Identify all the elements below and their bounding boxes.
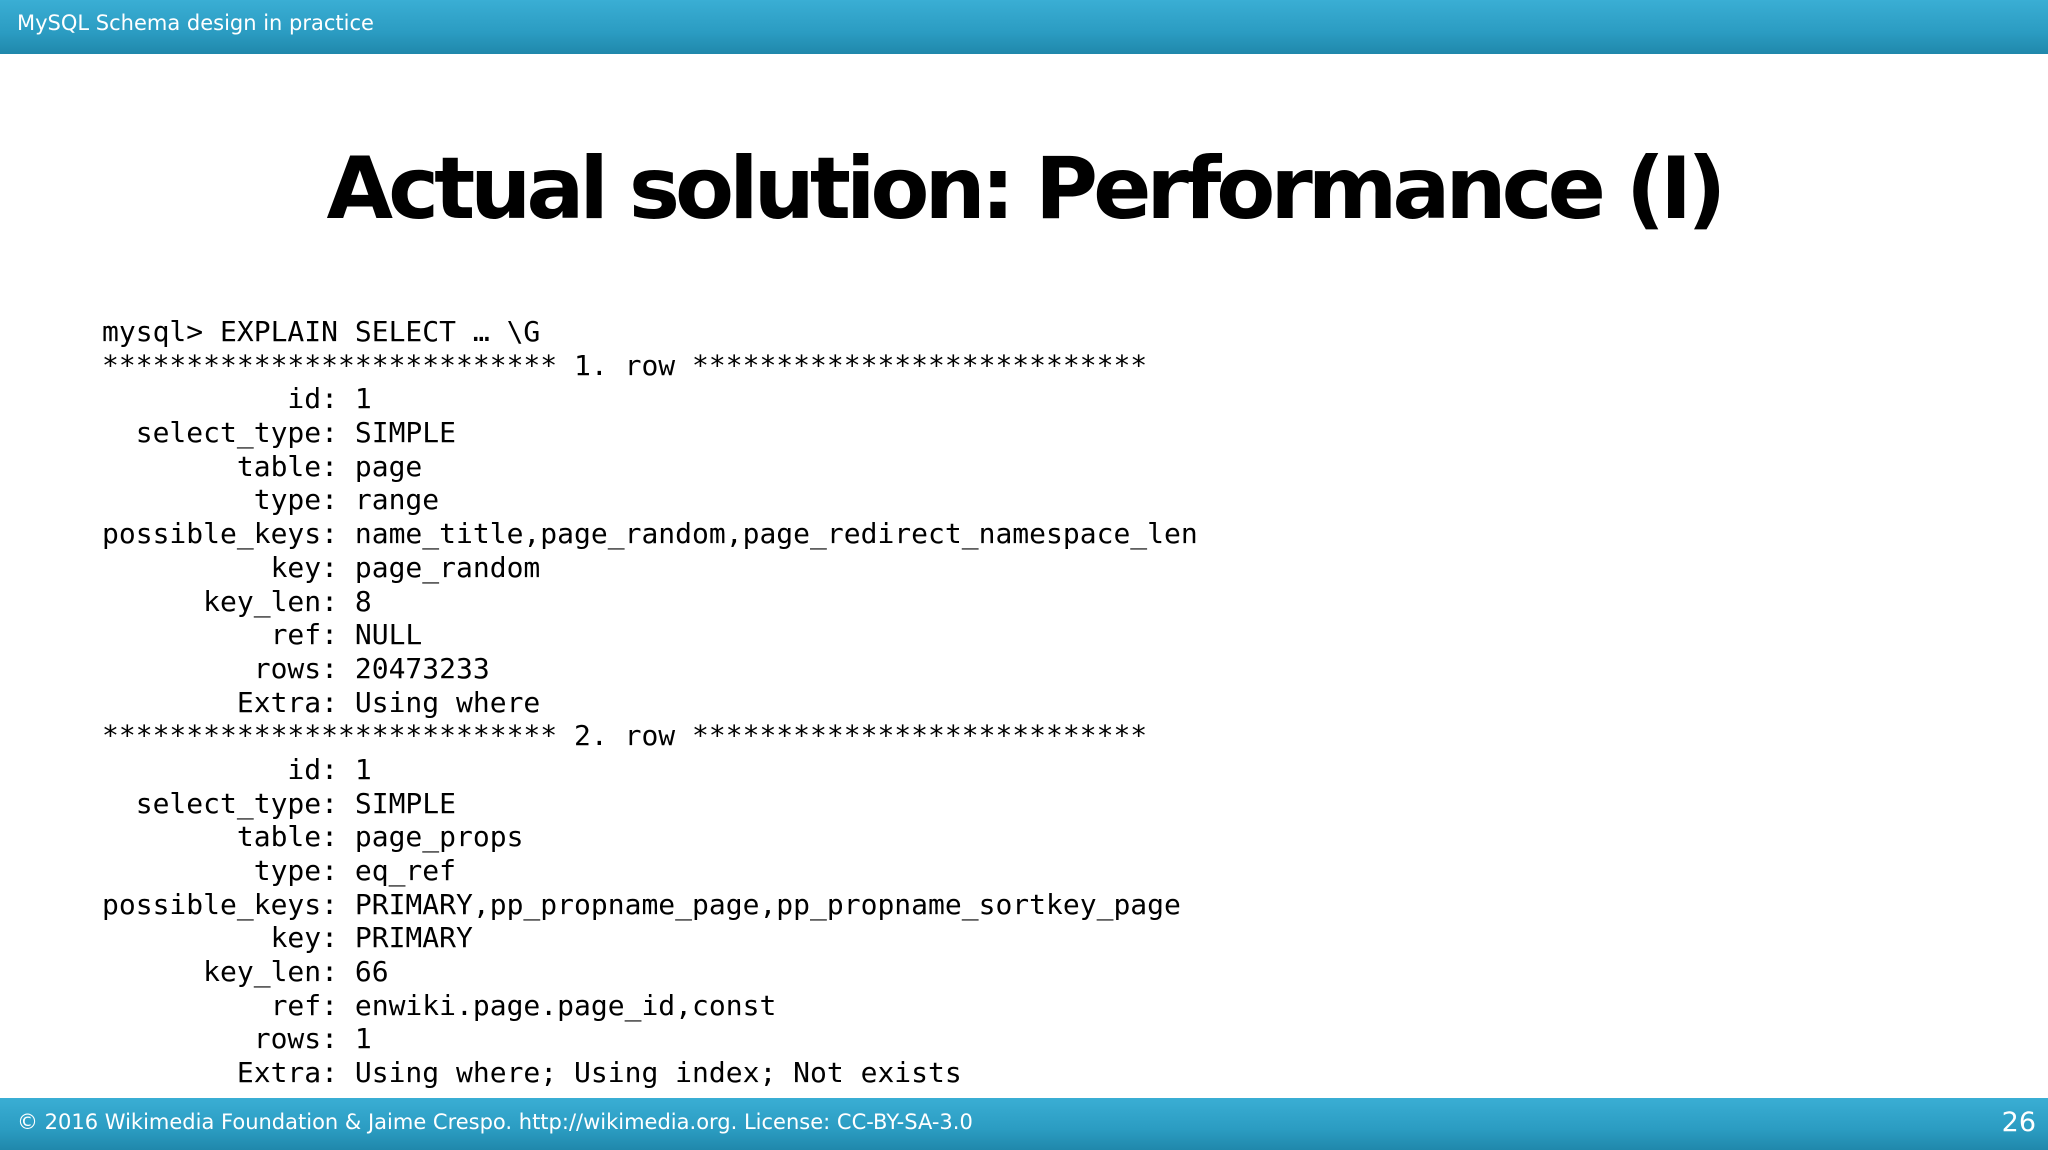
code-line: mysql> EXPLAIN SELECT … \G — [102, 315, 541, 348]
code-line: rows: 1 — [102, 1022, 372, 1056]
header-bar: MySQL Schema design in practice — [0, 0, 2048, 54]
slide-title: Actual solution: Performance (I) — [326, 139, 1727, 239]
page-number: 26 — [2001, 1107, 2036, 1138]
code-line: select_type: SIMPLE — [102, 786, 457, 820]
code-line: type: eq_ref — [102, 854, 457, 887]
code-line: key: PRIMARY — [102, 921, 473, 955]
code-line: *************************** 2. row *****… — [102, 719, 1148, 753]
code-line: select_type: SIMPLE — [102, 416, 457, 450]
code-line: key: page_random — [102, 550, 541, 584]
footer-bar: © 2016 Wikimedia Foundation & Jaime Cres… — [0, 1098, 2048, 1150]
code-line: key_len: 8 — [102, 584, 372, 618]
code-line: type: range — [102, 483, 440, 517]
code-line: *************************** 1. row *****… — [102, 348, 1148, 382]
copyright-license-text: © 2016 Wikimedia Foundation & Jaime Cres… — [17, 1110, 973, 1134]
code-line: rows: 20473233 — [102, 651, 490, 685]
code-line: table: page_props — [102, 820, 524, 854]
code-line: possible_keys: name_title,page_random,pa… — [102, 517, 1198, 551]
code-line: table: page — [102, 449, 423, 483]
explain-output-code-block: mysql> EXPLAIN SELECT … \G**************… — [102, 315, 1198, 1090]
code-line: Extra: Using where; Using index; Not exi… — [102, 1056, 962, 1090]
code-line: ref: NULL — [102, 618, 423, 652]
presentation-title: MySQL Schema design in practice — [17, 11, 374, 35]
code-line: possible_keys: PRIMARY,pp_propname_page,… — [102, 887, 1181, 921]
code-line: ref: enwiki.page.page_id,const — [102, 988, 777, 1022]
code-line: id: 1 — [102, 382, 372, 416]
code-line: id: 1 — [102, 752, 372, 786]
code-line: Extra: Using where — [102, 685, 541, 719]
code-line: key_len: 66 — [102, 955, 389, 989]
